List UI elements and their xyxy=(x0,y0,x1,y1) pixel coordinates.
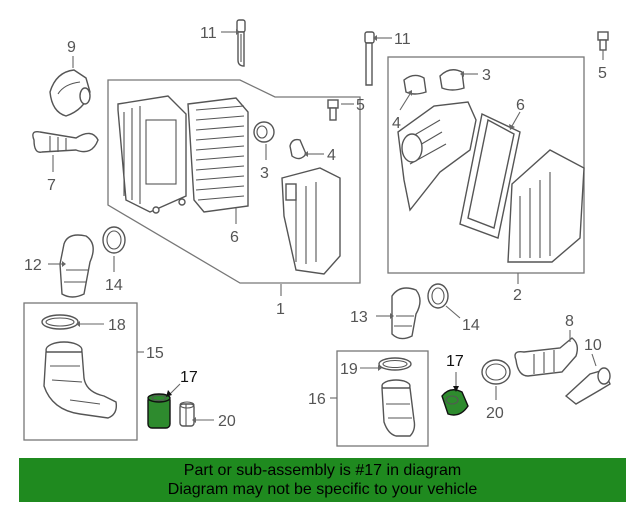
part-6-air-filter-left xyxy=(187,97,249,213)
callout-11-right: 11 xyxy=(394,31,411,48)
part-13-duct-elbow xyxy=(391,287,421,340)
callout-15: 15 xyxy=(146,345,164,362)
callout-10: 10 xyxy=(584,337,602,354)
callout-7: 7 xyxy=(47,177,56,194)
part-12-duct-elbow xyxy=(59,234,94,298)
part-4-grommet-right xyxy=(403,74,427,95)
leader-lines xyxy=(48,29,604,423)
assembly-outline-1 xyxy=(107,79,361,284)
callout-3-left: 3 xyxy=(260,165,269,182)
part-19-clamp xyxy=(378,357,412,371)
part-3-grommet-right xyxy=(439,69,465,91)
part-8-hose xyxy=(514,337,579,377)
part-17-seal-right-highlighted xyxy=(441,389,469,416)
part-20-ring-right xyxy=(481,359,511,385)
callout-18: 18 xyxy=(108,317,126,334)
callout-1: 1 xyxy=(276,301,285,318)
part-5-bolt-left xyxy=(327,99,339,121)
callout-5-right: 5 xyxy=(598,65,607,82)
part-2-airbox-cover xyxy=(507,149,585,263)
highlight-notice-banner: Part or sub-assembly is #17 in diagram D… xyxy=(19,458,626,502)
banner-line-part-notice: Part or sub-assembly is #17 in diagram xyxy=(183,462,462,479)
callout-4-right: 4 xyxy=(392,115,401,132)
part-17-seal-left-highlighted xyxy=(147,393,171,429)
callout-20-left: 20 xyxy=(218,413,236,430)
callout-20-right: 20 xyxy=(486,405,504,422)
assembly-outline-2 xyxy=(387,56,585,274)
callout-19: 19 xyxy=(340,361,358,378)
callout-4-left: 4 xyxy=(327,147,336,164)
callout-5-left: 5 xyxy=(356,97,365,114)
callout-2: 2 xyxy=(513,287,522,304)
part-11-tube-right xyxy=(364,31,375,86)
part-20-sleeve-left xyxy=(179,401,195,427)
part-1-airbox-lower xyxy=(117,95,187,214)
callout-13: 13 xyxy=(350,309,368,326)
part-5-bolt-right xyxy=(597,31,609,51)
callout-14-left: 14 xyxy=(105,277,123,294)
callout-16: 16 xyxy=(308,391,326,408)
part-1-airbox-cover xyxy=(281,167,341,275)
part-9-intake-duct xyxy=(49,69,91,117)
callout-17-right: 17 xyxy=(446,353,464,370)
assembly-outline-15 xyxy=(23,302,138,441)
callout-11-left: 11 xyxy=(200,25,217,42)
callout-6-right: 6 xyxy=(516,97,525,114)
callout-14-right: 14 xyxy=(462,317,480,334)
banner-line-disclaimer: Diagram may not be specific to your vehi… xyxy=(167,481,478,498)
part-14-seal-left xyxy=(102,226,126,254)
part-11-tube-left xyxy=(236,19,246,67)
part-10-intake-duct xyxy=(564,367,611,405)
part-7-hose xyxy=(32,130,99,153)
part-6-air-filter-right xyxy=(459,112,521,239)
callout-12: 12 xyxy=(24,257,42,274)
callout-8: 8 xyxy=(565,313,574,330)
callout-9: 9 xyxy=(67,39,76,56)
part-2-airbox-lower xyxy=(397,101,477,212)
part-15-intake-duct xyxy=(43,341,118,419)
callout-17-left: 17 xyxy=(180,369,198,386)
part-4-grommet-left xyxy=(289,138,307,160)
callout-6-left: 6 xyxy=(230,229,239,246)
part-14-seal-right xyxy=(427,283,449,309)
callout-3-right: 3 xyxy=(482,67,491,84)
part-3-grommet-left xyxy=(253,121,275,143)
part-18-clamp xyxy=(41,314,79,330)
part-16-intake-duct xyxy=(381,379,416,437)
